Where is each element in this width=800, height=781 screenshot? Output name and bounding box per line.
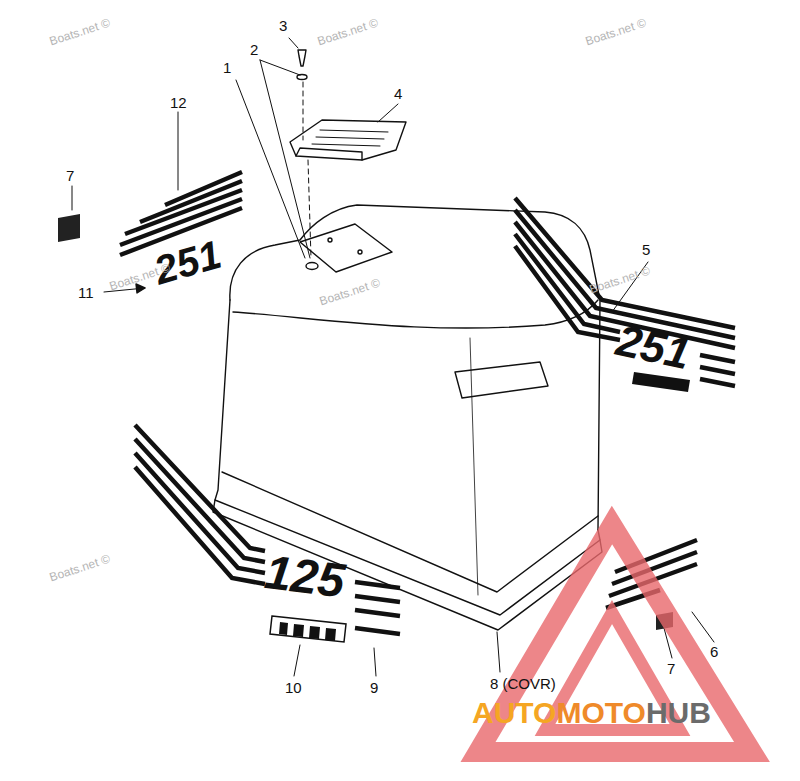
leader-line [236, 80, 305, 258]
cowl-outline [230, 205, 600, 530]
cowl-window [455, 362, 548, 398]
watermark: Boats.net © [588, 265, 652, 296]
decal-square [58, 214, 80, 242]
callout-number: 9 [370, 680, 378, 695]
cowl-lip [213, 500, 602, 630]
callout-number: 5 [642, 242, 650, 257]
cover-plate [290, 120, 406, 160]
grommet [306, 263, 318, 270]
cowl-edge [470, 338, 478, 595]
callout-number: 12 [170, 95, 187, 110]
cowl-outline [215, 300, 600, 615]
logo: AUTOMOTOHUB [472, 698, 711, 728]
plate-hole [328, 238, 332, 242]
cover-ridges [312, 130, 388, 146]
leader-line [378, 104, 398, 122]
cowl-crease [233, 300, 598, 328]
leader-line [178, 112, 179, 190]
cover-plate-edge [296, 148, 362, 160]
leader-line [497, 632, 500, 672]
decal-badge-letters [279, 622, 336, 641]
assembly-line [303, 82, 311, 258]
decal-text: 125 [262, 548, 347, 605]
callout-number: 7 [66, 168, 74, 183]
decal-text: 251 [150, 234, 225, 291]
arrow-head [136, 284, 145, 293]
decal-stripes [135, 425, 265, 584]
decal-badge [270, 616, 346, 642]
leader-line [294, 645, 300, 676]
callout-number: 3 [279, 18, 287, 33]
leader-line [374, 648, 376, 676]
watermark: Boats.net © [48, 17, 112, 48]
watermark: Boats.net © [318, 277, 382, 308]
leader-line [260, 60, 310, 258]
watermark: Boats.net © [316, 17, 380, 48]
leader-line [692, 612, 714, 642]
screw [298, 50, 306, 66]
callout-number: 7 [667, 661, 675, 676]
watermark: Boats.net © [48, 553, 112, 584]
logo-text: MOTO [556, 698, 645, 728]
decal-stripes [700, 355, 735, 386]
leader-line [289, 38, 298, 48]
callout-number: 1 [223, 60, 231, 75]
washer [297, 75, 307, 80]
plate-hole [358, 250, 362, 254]
callout-number: 11 [78, 285, 94, 300]
callout-number: 4 [394, 86, 402, 101]
logo-text: AUTO [472, 698, 556, 728]
decal-stripes [355, 582, 400, 634]
decal-text: 251 [613, 318, 694, 376]
callout-number: 6 [710, 644, 718, 659]
logo-text: HUB [646, 698, 711, 728]
leader-line [72, 186, 73, 210]
callout-number: 8 (COVR) [490, 676, 556, 691]
callout-number: 2 [250, 42, 258, 57]
watermark: Boats.net © [584, 17, 648, 48]
callout-number: 10 [285, 680, 302, 695]
top-plate [300, 224, 392, 272]
